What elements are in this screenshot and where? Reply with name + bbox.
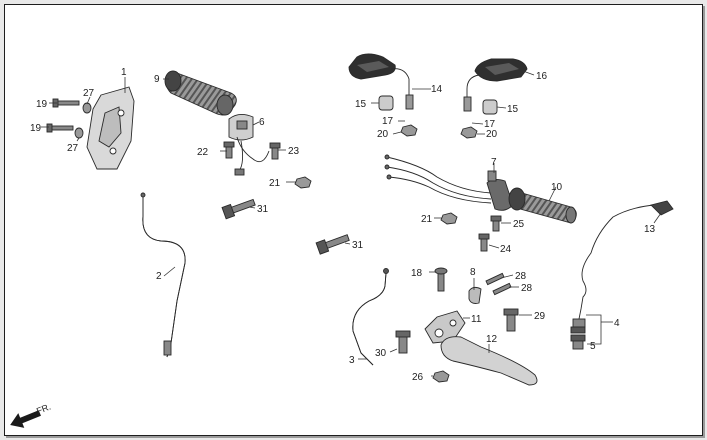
bolt-31-left [221, 198, 256, 220]
callout-30: 30 [375, 348, 387, 359]
nut-21-lower [440, 212, 458, 225]
right-grip-part [508, 187, 577, 224]
callout-3: 3 [349, 355, 355, 366]
callout-6: 6 [259, 117, 265, 128]
callout-7: 7 [491, 157, 497, 168]
nut-21-upper [294, 176, 312, 189]
callout-15-right: 15 [507, 104, 519, 115]
callout-24: 24 [500, 244, 512, 255]
mirror-left-part [348, 53, 414, 110]
nut-27-upper [82, 102, 92, 114]
callout-8: 8 [470, 267, 476, 278]
clutch-lever-part [440, 336, 538, 386]
bolt-22 [223, 141, 235, 159]
callout-25: 25 [513, 219, 525, 230]
brake-cable-part [570, 200, 674, 350]
front-direction-indicator: FR. [10, 402, 52, 428]
callout-20-left: 20 [377, 129, 389, 140]
screw-28-upper [485, 272, 505, 286]
boot-15-right [482, 99, 498, 115]
callout-2: 2 [156, 271, 162, 282]
callout-21-upper: 21 [269, 178, 281, 189]
callout-4: 4 [614, 318, 620, 329]
mirror-right-part [463, 58, 528, 112]
bolt-19-lower [46, 123, 74, 133]
callout-17-right: 17 [484, 119, 496, 130]
bolt-29 [503, 308, 519, 332]
callout-1: 1 [121, 67, 127, 78]
callout-13: 13 [644, 224, 656, 235]
throttle-housing-part [384, 154, 514, 211]
callout-27-upper: 27 [83, 88, 95, 99]
callout-21-lower: 21 [421, 214, 433, 225]
bolt-25 [490, 215, 502, 232]
clamp-8 [468, 286, 482, 304]
parts-diagram: 1 2 3 4 5 6 7 8 9 10 11 12 13 14 15 15 1… [10, 53, 674, 428]
left-grip-part [164, 70, 237, 116]
callout-20-right: 20 [486, 129, 498, 140]
callout-19-lower: 19 [30, 123, 42, 134]
callout-9: 9 [154, 74, 160, 85]
screw-28-lower [492, 282, 512, 296]
switch-housing-part [228, 114, 270, 176]
callout-12: 12 [486, 334, 498, 345]
callout-29: 29 [534, 311, 546, 322]
callout-19-upper: 19 [36, 99, 48, 110]
callout-14: 14 [431, 84, 443, 95]
callout-18: 18 [411, 268, 423, 279]
callout-26: 26 [412, 372, 424, 383]
bolt-30 [395, 330, 411, 354]
nut-26 [432, 370, 450, 383]
callout-22: 22 [197, 147, 209, 158]
bolt-18 [434, 267, 448, 292]
nut-20-right [460, 126, 478, 139]
callout-labels: 1 2 3 4 5 6 7 8 9 10 11 12 13 14 15 15 1… [30, 67, 656, 383]
callout-31-right: 31 [352, 240, 364, 251]
callout-15-left: 15 [355, 99, 367, 110]
callout-16: 16 [536, 71, 548, 82]
bolt-24 [478, 233, 490, 252]
diagram-frame: 1 2 3 4 5 6 7 8 9 10 11 12 13 14 15 15 1… [4, 4, 703, 436]
callout-27-lower: 27 [67, 143, 79, 154]
nut-27-lower [74, 127, 84, 139]
callout-23: 23 [288, 146, 300, 157]
callout-17-left: 17 [382, 116, 394, 127]
clutch-bracket-part [424, 310, 466, 344]
arrow-left-icon [10, 410, 41, 428]
callout-28-lower: 28 [521, 283, 533, 294]
callout-5: 5 [590, 341, 596, 352]
callout-10: 10 [551, 182, 563, 193]
callout-11: 11 [471, 314, 482, 325]
callout-28-upper: 28 [515, 271, 527, 282]
throttle-cable-part [140, 192, 186, 358]
bolt-31-right [315, 234, 350, 255]
leader-lines [41, 70, 662, 377]
clutch-cable-part [352, 268, 389, 366]
handlebar-cover-part [86, 86, 135, 170]
nut-20-left [400, 124, 418, 137]
direction-label: FR. [35, 402, 52, 417]
callout-31-left: 31 [257, 204, 269, 215]
bolt-23 [269, 142, 281, 160]
boot-15-left [378, 95, 394, 111]
